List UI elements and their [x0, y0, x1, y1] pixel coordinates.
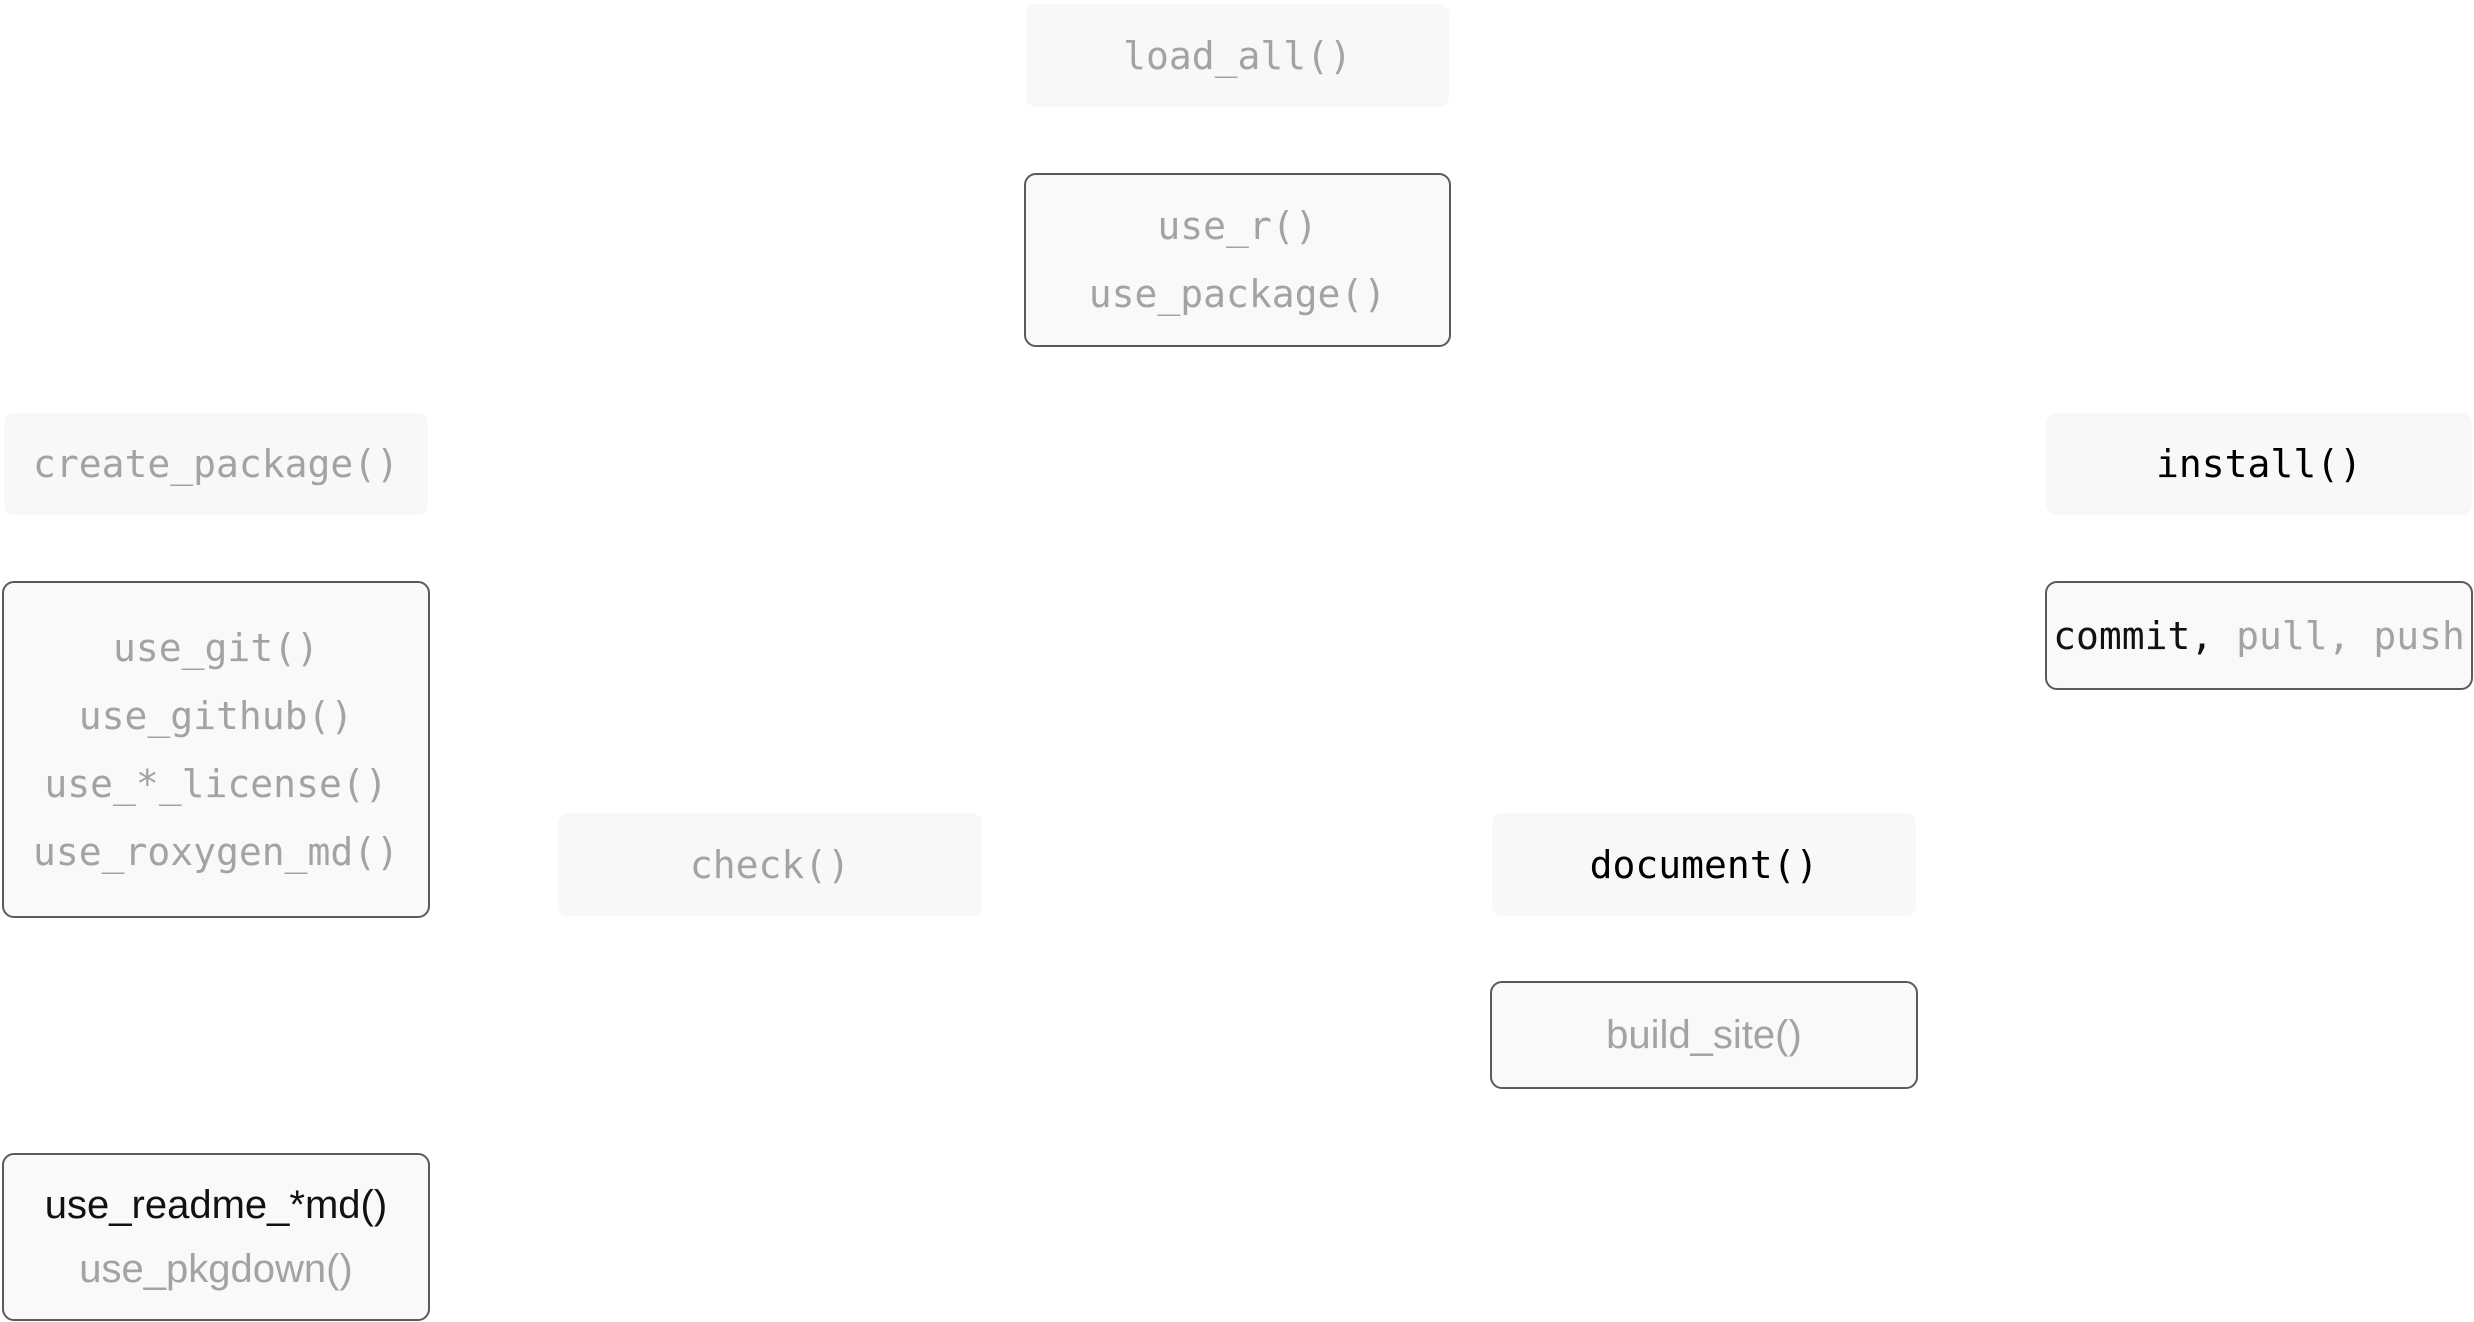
- build-site-label: build_site(): [1606, 1013, 1802, 1057]
- push-label: push: [2373, 613, 2465, 658]
- install-label: install(): [2156, 442, 2362, 486]
- setup-group-node: use_git() use_github() use_*_license() u…: [2, 581, 430, 918]
- create-package-label: create_package(): [32, 442, 400, 486]
- use-readme-label: use_readme_*md(): [44, 1183, 388, 1227]
- use-github-label: use_github(): [78, 693, 354, 738]
- install-node: install(): [2046, 413, 2472, 515]
- use-r-group-node: use_r() use_package(): [1024, 173, 1451, 347]
- use-pkgdown-label: use_pkgdown(): [79, 1247, 353, 1291]
- document-node: document(): [1492, 813, 1916, 916]
- check-label: check(): [689, 842, 851, 887]
- document-label: document(): [1589, 842, 1819, 887]
- git-ops-line: commit, pull, push: [2053, 602, 2465, 670]
- use-roxygen-md-label: use_roxygen_md(): [32, 829, 400, 874]
- use-license-label: use_*_license(): [44, 761, 388, 806]
- use-r-label: use_r(): [1157, 204, 1318, 248]
- check-node: check(): [558, 813, 982, 916]
- use-git-label: use_git(): [113, 625, 319, 670]
- use-package-label: use_package(): [1088, 272, 1387, 316]
- commit-label: commit,: [2053, 613, 2214, 658]
- pull-label: pull,: [2236, 613, 2351, 658]
- load-all-label: load_all(): [1123, 33, 1352, 78]
- load-all-node: load_all(): [1026, 4, 1449, 107]
- readme-group-node: use_readme_*md() use_pkgdown(): [2, 1153, 430, 1321]
- create-package-node: create_package(): [4, 413, 428, 515]
- git-ops-node: commit, pull, push: [2045, 581, 2473, 690]
- build-site-node: build_site(): [1490, 981, 1918, 1089]
